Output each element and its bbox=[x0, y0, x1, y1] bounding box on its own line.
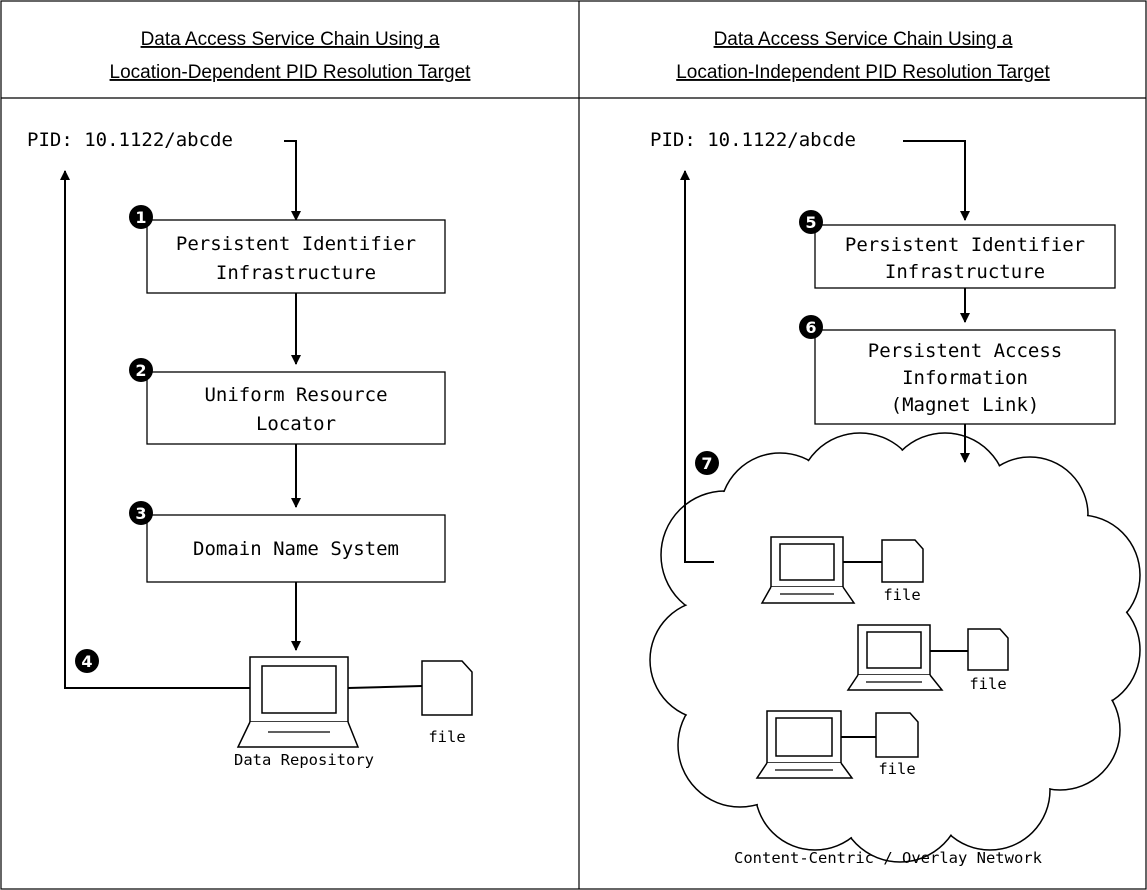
left-step1-line2: Infrastructure bbox=[216, 262, 376, 284]
right-step6-line2: Information bbox=[902, 367, 1028, 389]
right-title-line1: Data Access Service Chain Using a bbox=[714, 29, 1013, 50]
right-title-line2: Location-Independent PID Resolution Targ… bbox=[676, 62, 1050, 83]
file-icon-3 bbox=[875, 712, 919, 758]
file-icon bbox=[421, 660, 473, 716]
right-step6-line1: Persistent Access bbox=[868, 340, 1062, 362]
right-panel: Data Access Service Chain Using a Locati… bbox=[649, 29, 1141, 867]
file-label-2: file bbox=[969, 675, 1006, 693]
file-label-1: file bbox=[883, 586, 920, 604]
file-icon-2 bbox=[967, 628, 1009, 671]
left-title-line2: Location-Dependent PID Resolution Target bbox=[110, 62, 472, 83]
svg-text:3: 3 bbox=[135, 504, 146, 523]
network-label: Content-Centric / Overlay Network bbox=[734, 849, 1043, 867]
step-badge-6: 6 bbox=[799, 315, 823, 339]
step-badge-5: 5 bbox=[799, 210, 823, 234]
file-label-3: file bbox=[878, 760, 915, 778]
step-badge-2: 2 bbox=[129, 358, 153, 382]
right-step5-box bbox=[814, 224, 1116, 289]
left-step2-line2: Locator bbox=[256, 413, 336, 435]
left-panel: Data Access Service Chain Using a Locati… bbox=[27, 29, 473, 769]
svg-text:4: 4 bbox=[81, 652, 92, 671]
laptop-icon-2 bbox=[846, 624, 944, 691]
left-pid: PID: 10.1122/abcde bbox=[27, 129, 233, 151]
left-step2-line1: Uniform Resource bbox=[204, 384, 387, 406]
svg-text:5: 5 bbox=[805, 213, 816, 232]
step-badge-7: 7 bbox=[695, 451, 719, 475]
laptop-icon-3 bbox=[755, 710, 854, 779]
left-step1-box bbox=[146, 219, 446, 294]
right-step6-line3: (Magnet Link) bbox=[891, 394, 1040, 416]
step-badge-4: 4 bbox=[75, 649, 99, 673]
right-step6-box bbox=[814, 329, 1116, 425]
right-step5-line2: Infrastructure bbox=[885, 261, 1045, 283]
svg-text:6: 6 bbox=[805, 318, 816, 337]
laptop-icon-1 bbox=[760, 536, 856, 604]
right-pid-to-step5-arrow bbox=[903, 140, 970, 221]
file-icon-1 bbox=[881, 539, 924, 583]
right-return-arrow bbox=[680, 170, 714, 563]
left-return-arrow bbox=[60, 170, 250, 689]
repository-file-label: file bbox=[428, 728, 465, 746]
left-step3-box bbox=[146, 514, 446, 583]
repository-file-connector bbox=[347, 685, 423, 689]
right-pid: PID: 10.1122/abcde bbox=[650, 129, 856, 151]
left-step1-line1: Persistent Identifier bbox=[176, 233, 416, 255]
svg-text:1: 1 bbox=[135, 208, 146, 227]
step-badge-1: 1 bbox=[129, 205, 153, 229]
svg-text:2: 2 bbox=[135, 361, 146, 380]
left-title-line1: Data Access Service Chain Using a bbox=[141, 29, 440, 50]
repository-label: Data Repository bbox=[234, 751, 374, 769]
left-step2-box bbox=[146, 371, 446, 445]
left-pid-to-step1-arrow bbox=[284, 140, 301, 221]
left-step3-line1: Domain Name System bbox=[193, 538, 399, 560]
svg-text:7: 7 bbox=[701, 454, 712, 473]
right-step5-line1: Persistent Identifier bbox=[845, 234, 1085, 256]
laptop-icon bbox=[236, 656, 360, 748]
step-badge-3: 3 bbox=[129, 501, 153, 525]
